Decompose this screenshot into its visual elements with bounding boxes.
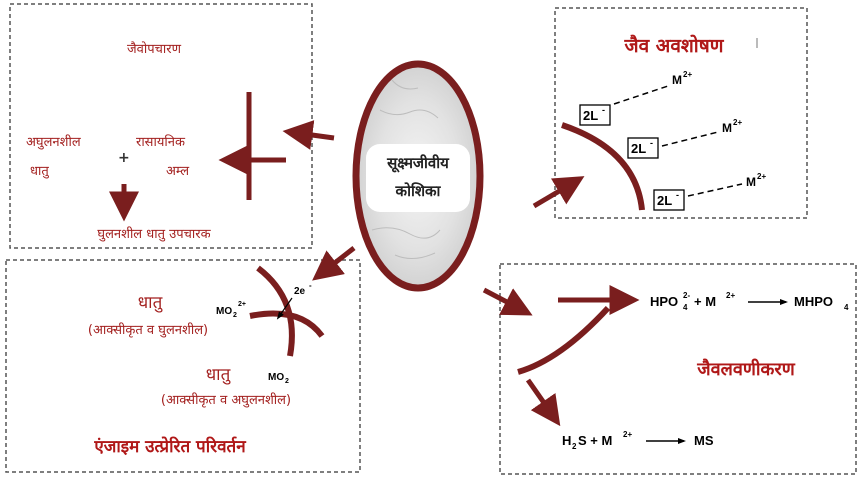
svg-text:-: - <box>602 105 605 115</box>
svg-text:4: 4 <box>844 303 849 312</box>
mo2: MO 2 <box>268 372 289 385</box>
svg-text:2e: 2e <box>294 286 306 297</box>
svg-text:-: - <box>676 190 679 200</box>
svg-text:4: 4 <box>683 303 688 312</box>
svg-text:MHPO: MHPO <box>794 294 833 309</box>
metal-oxidized-soluble: धातु <box>138 293 164 313</box>
arrow-to-bioleaching <box>282 120 335 150</box>
svg-text:2+: 2+ <box>238 301 246 308</box>
svg-text:MO: MO <box>268 372 284 383</box>
plus-sign: + <box>118 150 130 166</box>
enzymatic-title: एंजाइम उत्प्रेरित परिवर्तन <box>93 436 246 457</box>
svg-text:MS: MS <box>694 433 714 448</box>
cell-label-bg <box>366 144 470 212</box>
svg-text:2L: 2L <box>631 141 646 156</box>
bond-line-2 <box>661 131 719 147</box>
cell-wall-arc <box>561 122 645 211</box>
mo2-charged: MO 2 2+ <box>216 301 246 319</box>
phosphate-equation: HPO 4 2- + M 2+ MHPO 4 <box>650 291 849 312</box>
sulfide-equation: H 2 S + M 2+ MS <box>562 430 714 451</box>
svg-text:2+: 2+ <box>757 172 766 181</box>
svg-text:S + M: S + M <box>578 433 612 448</box>
insoluble-metal-line2: धातु <box>30 164 50 179</box>
bond-line-1 <box>613 85 669 105</box>
svg-text:2+: 2+ <box>733 118 742 127</box>
svg-text:M: M <box>722 121 732 135</box>
svg-text:H: H <box>562 433 571 448</box>
metal-ion-1: M 2+ <box>672 70 692 87</box>
cell-label-line2: कोशिका <box>395 182 442 200</box>
arrow-to-biomineralization <box>482 287 533 316</box>
metal-oxidized-soluble-note: (आक्सीकृत व घुलनशील) <box>88 322 208 338</box>
soluble-metal-result: घुलनशील धातु उपचारक <box>97 226 211 242</box>
chemical-acid-line2: अम्ल <box>166 164 189 179</box>
chemical-acid-line1: रासायनिक <box>136 134 186 150</box>
svg-text:2+: 2+ <box>683 70 692 79</box>
enzymatic-box <box>5 259 361 473</box>
svg-text:2: 2 <box>285 378 289 385</box>
svg-text:2L: 2L <box>583 108 598 123</box>
svg-text:+ M: + M <box>694 294 716 309</box>
metal-oxidized-insoluble-note: (आक्सीकृत व अघुलनशील) <box>161 392 291 408</box>
binding-site-1: 2L - <box>579 104 611 126</box>
svg-text:M: M <box>746 175 756 189</box>
binding-site-2: 2L - <box>627 137 659 159</box>
biomineralization-box <box>499 263 857 475</box>
electron-transfer: 2e - <box>294 281 312 297</box>
svg-text:-: - <box>650 138 653 148</box>
svg-text:M: M <box>672 73 682 87</box>
svg-text:2-: 2- <box>683 291 690 300</box>
binding-site-3: 2L - <box>653 189 685 211</box>
metal-ion-3: M 2+ <box>746 172 766 189</box>
biosorption-title: जैव अवशोषण <box>624 34 725 57</box>
insoluble-metal-line1: अघुलनशील <box>26 134 81 150</box>
enzyme-arc-right <box>249 310 325 338</box>
metal-oxidized-insoluble: धातु <box>206 365 232 385</box>
bioleaching-box <box>9 3 313 249</box>
svg-text:2L: 2L <box>657 193 672 208</box>
bond-line-3 <box>687 183 743 197</box>
electron-arrow <box>276 297 293 320</box>
svg-text:2: 2 <box>233 312 237 319</box>
svg-text:2+: 2+ <box>623 430 632 439</box>
biomineralization-title: जैवलवणीकरण <box>696 358 795 380</box>
biosorption-box <box>554 7 808 219</box>
cell-label-line1: सूक्ष्मजीवीय <box>386 154 450 173</box>
biomineral-arc <box>517 305 611 375</box>
arrow-to-sulfide <box>525 378 561 427</box>
svg-text:2+: 2+ <box>726 291 735 300</box>
svg-text:HPO: HPO <box>650 294 678 309</box>
cell-texture <box>371 79 441 259</box>
svg-text:-: - <box>309 281 312 290</box>
svg-text:2: 2 <box>572 442 577 451</box>
arrow-to-biosorption <box>532 176 585 209</box>
svg-text:MO: MO <box>216 306 232 317</box>
metal-ion-2: M 2+ <box>722 118 742 135</box>
arrow-to-enzymatic <box>312 246 356 281</box>
bioleaching-title: जैवोपचारण <box>127 41 182 57</box>
